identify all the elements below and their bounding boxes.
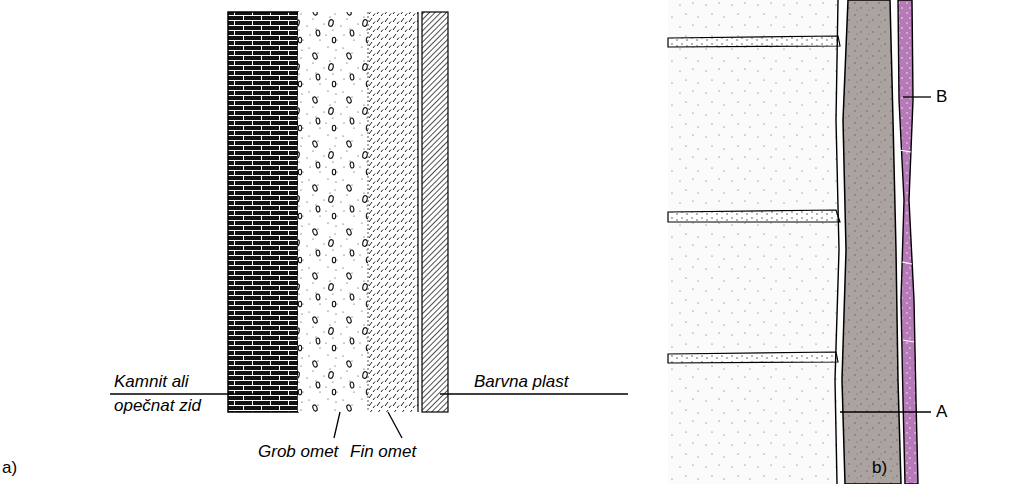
layer-section xyxy=(228,12,448,412)
layer-label: Grob omet xyxy=(258,440,338,464)
wall-label: Kamnit ali opečnat zid xyxy=(114,370,219,418)
panel-label: a) xyxy=(2,456,17,480)
leader-line xyxy=(840,97,931,412)
callout-letter: A xyxy=(936,400,947,424)
callout-letter: B xyxy=(936,85,947,109)
layer-label: Barvna plast xyxy=(474,370,569,394)
panel-label: b) xyxy=(872,456,887,480)
layer-label: Fin omet xyxy=(350,440,416,464)
